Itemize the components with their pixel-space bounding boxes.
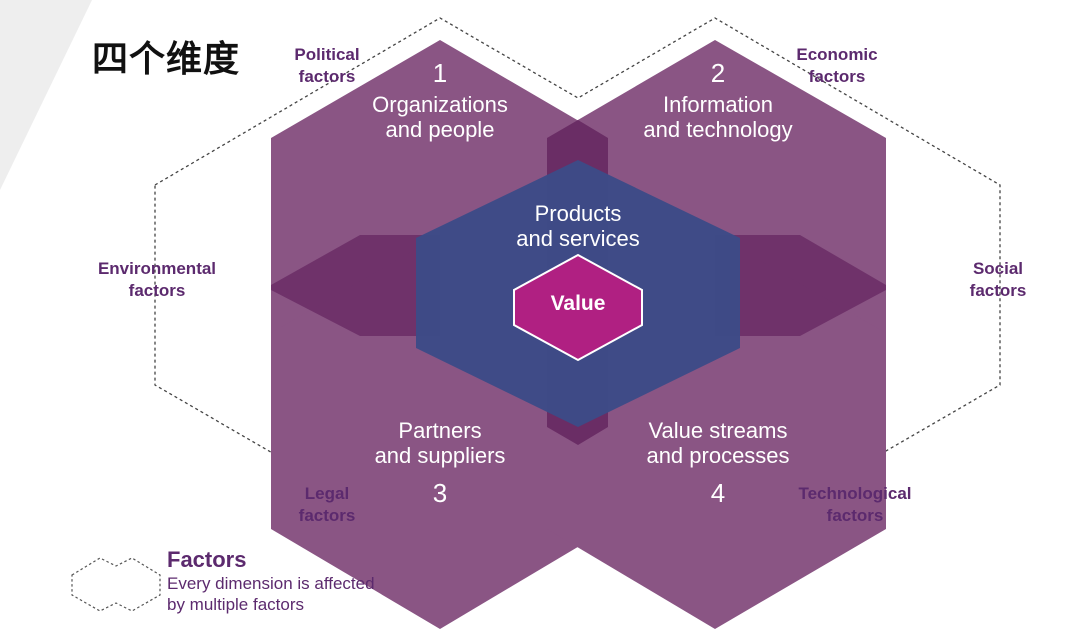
slide-title: 四个维度 (92, 39, 241, 80)
value-hexagon (513, 253, 643, 362)
dimension-label-information: Information and technology (643, 92, 793, 142)
environmental-factors-label: Environmental factors (97, 259, 217, 300)
dimension-label-partners: Partners and suppliers (374, 418, 506, 468)
legal-factors-label: Legal factors (298, 484, 356, 525)
dimension-label-value-streams: Value streams and processes (646, 418, 790, 468)
factors-dashed-outline (154, 17, 1001, 551)
legend-dashed-hexagon-icon (71, 557, 161, 612)
technological-factors-label: Technological factors (798, 484, 912, 525)
overlap-right (715, 235, 886, 336)
political-factors-label: Political factors (294, 45, 360, 86)
dimension-number-4: 4 (710, 478, 726, 508)
dimension-number-3: 3 (432, 478, 448, 508)
economic-factors-label: Economic factors (796, 45, 878, 86)
social-factors-label: Social factors (969, 259, 1027, 300)
dimension-number-2: 2 (710, 58, 726, 88)
legend-title: Factors (167, 547, 247, 572)
legend-description: Every dimension is affected by multiple … (167, 574, 375, 614)
dimension-label-organizations: Organizations and people (372, 92, 508, 142)
overlap-left (271, 235, 440, 336)
products-services-label: Products and services (516, 201, 640, 251)
value-label: Value (550, 292, 606, 315)
dimension-number-1: 1 (432, 58, 448, 88)
